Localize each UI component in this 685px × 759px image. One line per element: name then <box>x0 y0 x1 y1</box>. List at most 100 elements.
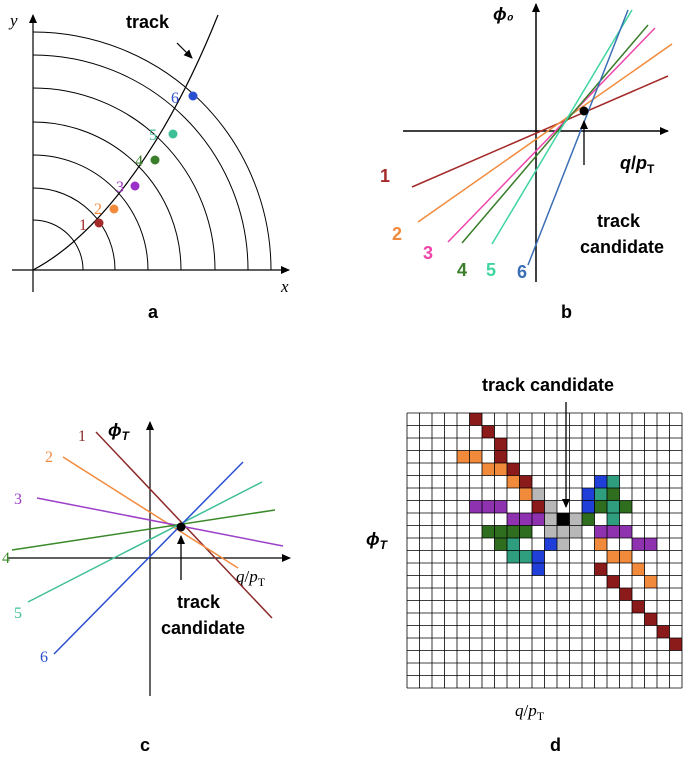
track-candidate-point <box>176 522 186 532</box>
cell-overlap <box>569 525 582 538</box>
cell-track-1 <box>519 475 532 488</box>
cell-track-5 <box>607 475 620 488</box>
hit-4 <box>150 155 160 165</box>
cell-track-5 <box>607 513 620 526</box>
cell-track-3 <box>482 500 495 513</box>
layer-arc-1 <box>32 219 84 271</box>
cell-track-4 <box>494 525 507 538</box>
layer-arc-4 <box>32 121 182 271</box>
cell-track-3 <box>644 538 657 551</box>
line-4 <box>11 509 276 551</box>
cell-track-4 <box>519 525 532 538</box>
cell-track-6 <box>532 550 545 563</box>
panel-b-y-label: ϕ₀ <box>493 4 514 24</box>
line-label-3: 3 <box>14 491 22 508</box>
line-label-3: 3 <box>423 243 433 263</box>
line-label-4: 4 <box>457 260 467 280</box>
candidate-label-line1: track <box>177 592 221 612</box>
track-label: track <box>126 12 170 32</box>
cell-track-3 <box>619 525 632 538</box>
cell-overlap <box>557 525 570 538</box>
panel-b-label: b <box>561 302 572 322</box>
line-label-6: 6 <box>517 262 527 282</box>
line-6 <box>53 461 244 655</box>
cell-track-2 <box>632 563 645 576</box>
cell-overlap <box>532 488 545 501</box>
cell-track-3 <box>594 525 607 538</box>
cell-track-6 <box>582 500 595 513</box>
cell-track-6 <box>594 475 607 488</box>
cell-track-3 <box>632 538 645 551</box>
cell-track-3 <box>507 513 520 526</box>
cell-track-2 <box>457 450 470 463</box>
panel-c-label: c <box>140 735 150 755</box>
cell-track-6 <box>582 488 595 501</box>
track-curve <box>32 14 219 271</box>
line-5 <box>27 481 263 603</box>
candidate-label-line1: track <box>597 211 641 231</box>
cell-track-2 <box>507 475 520 488</box>
layer-arc-2 <box>32 187 116 271</box>
cell-track-1 <box>607 575 620 588</box>
hit-label-3: 3 <box>116 179 124 196</box>
line-label-5: 5 <box>486 260 496 280</box>
line-5 <box>491 9 633 245</box>
panel-a-x-label: x <box>280 277 289 296</box>
cell-track-1 <box>619 588 632 601</box>
cell-track-1 <box>482 425 495 438</box>
line-2 <box>417 43 673 223</box>
cell-track-4 <box>619 500 632 513</box>
cell-overlap <box>544 513 557 526</box>
layer-arc-5 <box>32 87 216 271</box>
parameter-lines <box>411 9 673 266</box>
cell-track-4 <box>507 525 520 538</box>
cell-track-2 <box>469 450 482 463</box>
cell-track-5 <box>519 550 532 563</box>
line-label-5: 5 <box>14 605 22 622</box>
line-label-1: 1 <box>78 428 86 445</box>
layer-arc-7 <box>32 31 272 271</box>
cell-overlap <box>569 513 582 526</box>
cell-track-1 <box>494 438 507 451</box>
cell-track-candidate <box>557 513 570 526</box>
panel-c-x-label: q/pT <box>236 567 266 589</box>
cell-track-2 <box>494 463 507 476</box>
panel-d-x-label: q/pT <box>515 701 545 723</box>
cell-track-1 <box>657 625 670 638</box>
line-3 <box>447 27 656 243</box>
cell-track-4 <box>494 538 507 551</box>
hit-5 <box>168 129 178 139</box>
hit-label-6: 6 <box>171 90 179 107</box>
cell-track-4 <box>607 488 620 501</box>
panel-d-y-label: ϕT <box>366 529 389 552</box>
cell-track-3 <box>519 513 532 526</box>
panel-a-label: a <box>148 302 159 322</box>
track-pointer-arrow <box>176 42 193 59</box>
cell-track-2 <box>619 550 632 563</box>
cell-track-1 <box>469 413 482 426</box>
line-2 <box>62 456 239 569</box>
accumulator-cells <box>457 413 682 651</box>
detector-layers <box>32 31 272 271</box>
cell-track-1 <box>507 463 520 476</box>
cell-track-1 <box>669 638 682 651</box>
candidate-label-line2: candidate <box>580 237 664 257</box>
cell-track-5 <box>507 538 520 551</box>
panel-b-x-label: q/pT <box>620 153 655 176</box>
cell-overlap <box>544 500 557 513</box>
cell-track-2 <box>594 538 607 551</box>
line-4 <box>461 24 649 244</box>
cell-track-2 <box>482 463 495 476</box>
cell-track-4 <box>482 525 495 538</box>
cell-track-5 <box>507 550 520 563</box>
candidate-label-line2: candidate <box>161 618 245 638</box>
hit-3 <box>130 181 140 191</box>
cell-track-1 <box>632 600 645 613</box>
cell-track-2 <box>519 488 532 501</box>
cell-overlap <box>544 525 557 538</box>
hit-2 <box>109 204 119 214</box>
